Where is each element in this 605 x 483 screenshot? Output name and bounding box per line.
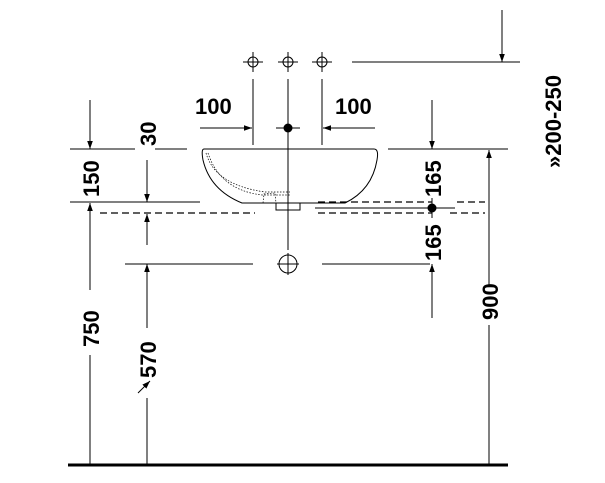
dim-tap-height: »200-250 [541,75,566,168]
basin-outline [201,148,379,211]
dim-center-to-bottom: 165 [421,224,446,261]
arrow-pointer-icon [137,380,151,394]
tap-holes [243,52,332,72]
drain-icon [275,202,301,211]
overflow-point [427,203,437,213]
tap-hole-right-icon [312,52,332,72]
dim-counter-height: 750 [79,310,104,347]
dim-waste-height: 570 [136,341,161,378]
dim-spacing-left: 100 [195,94,232,119]
dim-rim-offset: 30 [136,122,161,146]
dim-basin-height: 150 [79,160,104,197]
dim-top-to-center: 165 [421,160,446,197]
waste-outlet-icon [277,253,299,275]
tap-hole-center-icon [278,52,298,72]
dim-total-height: 900 [478,283,503,320]
dim-spacing-right: 100 [335,94,372,119]
tap-hole-left-icon [243,52,263,72]
